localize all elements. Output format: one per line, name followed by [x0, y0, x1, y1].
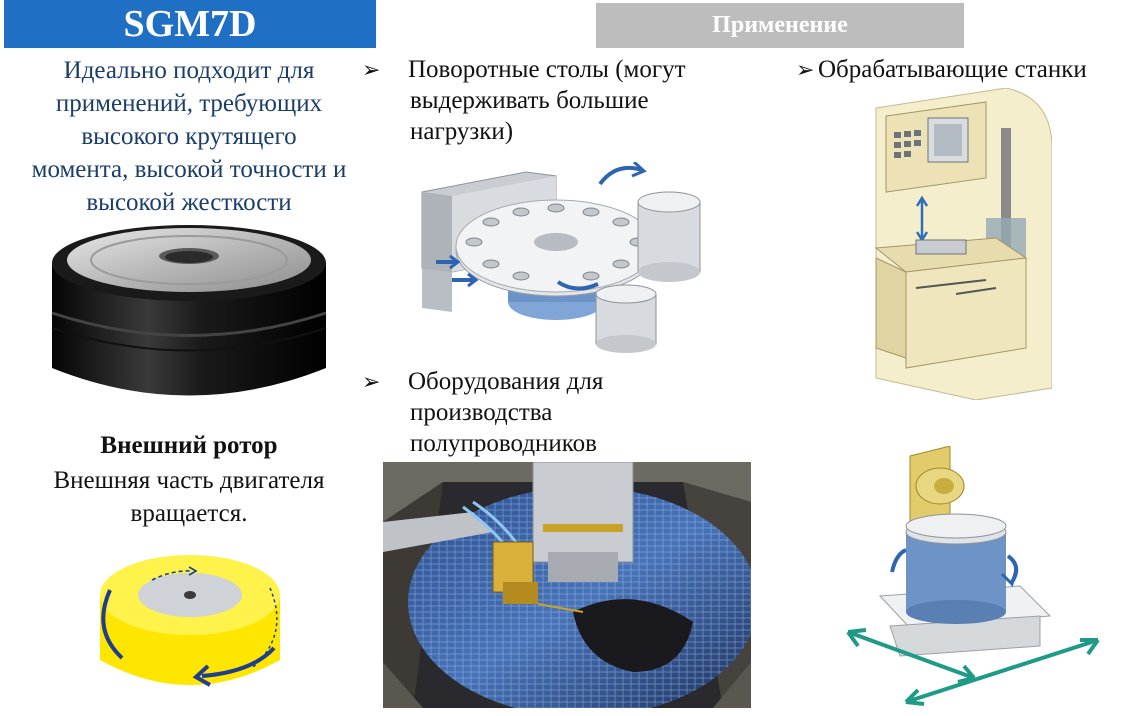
bullet-arrow-icon: ➢ [362, 57, 381, 82]
servo-motor-image [846, 446, 1100, 706]
bullet-machine-tools: ➢Обрабатывающие станки [796, 56, 1087, 83]
bullet-semiconductor: ➢Оборудования для производства полупрово… [362, 368, 604, 457]
product-title: SGM7D [123, 3, 257, 45]
semiconductor-photo [383, 462, 751, 708]
applications-banner: Применение [596, 3, 964, 48]
machine-tool-image [874, 88, 1052, 400]
outer-rotor-diagram [100, 555, 280, 687]
rotary-table-image [421, 162, 701, 353]
motor-image [51, 225, 327, 396]
intro-description: Идеально подходит для применений, требую… [31, 57, 347, 216]
title-banner: SGM7D [4, 0, 376, 48]
bullet-arrow-icon: ➢ [362, 369, 381, 394]
bullet-rotary-tables: ➢Поворотные столы (могут выдерживать бол… [362, 56, 686, 145]
rotor-description: Внешняя часть двигателя вращается. [53, 467, 325, 527]
applications-title: Применение [712, 12, 848, 38]
rotor-heading: Внешний ротор [100, 432, 278, 459]
bullet-arrow-icon: ➢ [796, 57, 815, 82]
